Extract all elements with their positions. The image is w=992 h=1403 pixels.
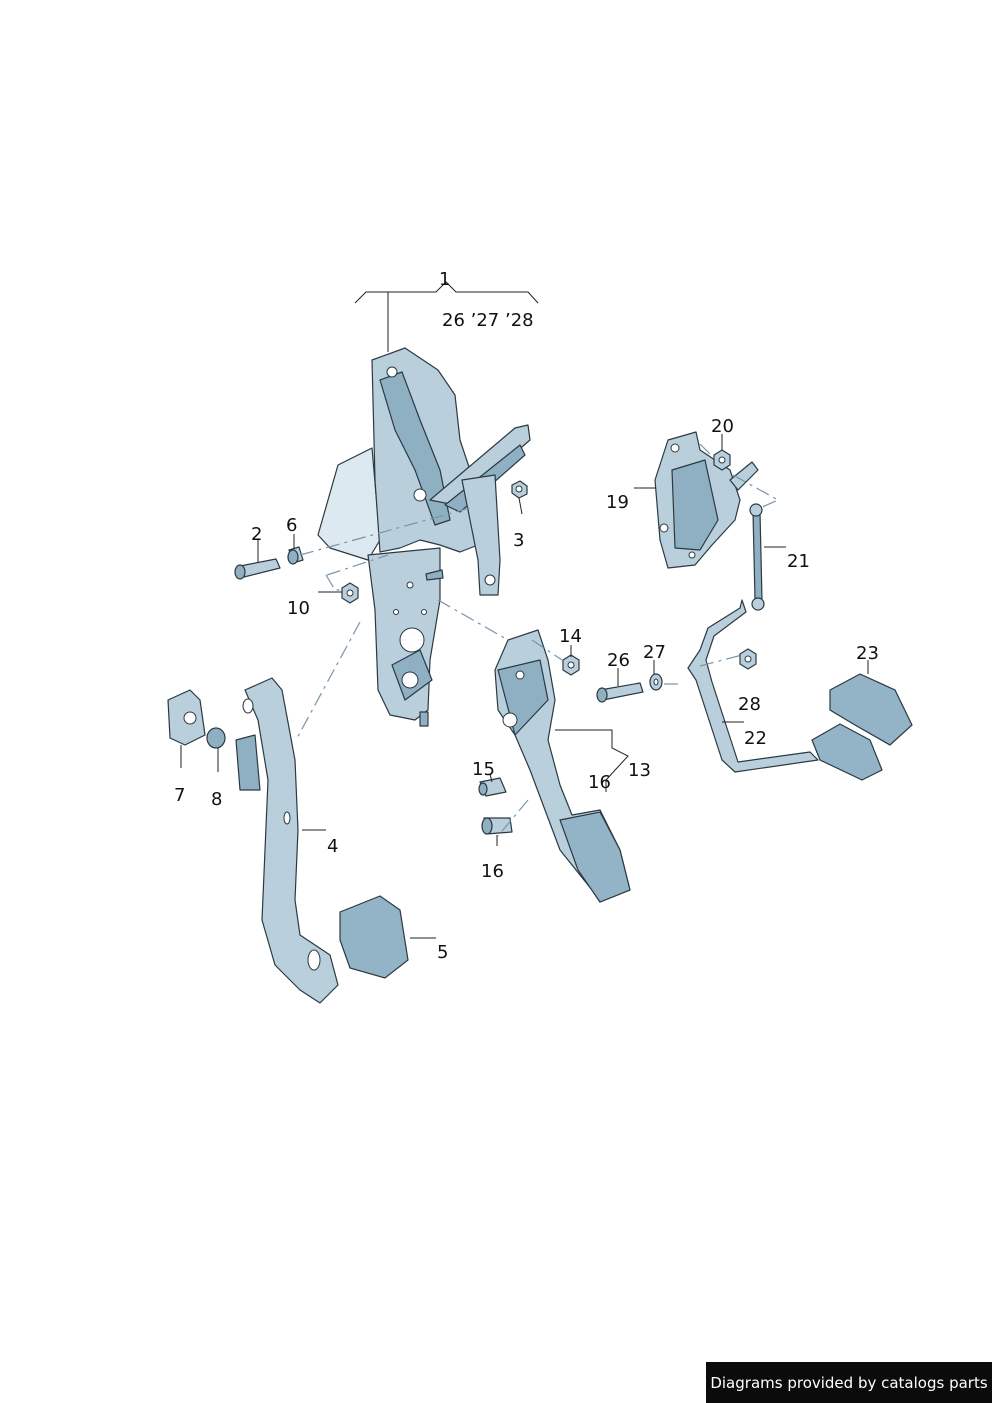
nut-part-3 — [511, 480, 528, 515]
label-part-21: 21 — [787, 551, 810, 572]
accelerator-pad-part-23 — [829, 660, 913, 746]
group-bracket-1 — [354, 281, 539, 352]
link-rod-part-21 — [749, 503, 786, 611]
pedal-bracket-part — [317, 347, 531, 727]
label-part-8: 8 — [211, 789, 222, 810]
nut-part-14 — [562, 645, 580, 676]
stop-part-15 — [478, 773, 507, 797]
clutch-pedal-arm-part-4 — [235, 677, 339, 1004]
label-part-14: 14 — [559, 626, 582, 647]
part-number-labels: 1 26 ’27 ’28 2 3 4 5 6 7 8 10 13 16 14 1… — [174, 269, 879, 963]
label-part-1: 1 — [439, 269, 450, 290]
label-part-19: 19 — [606, 492, 629, 513]
diagram-credit-text: Diagrams provided by catalogs parts — [710, 1373, 988, 1392]
label-part-26: 26 — [607, 650, 630, 671]
label-part-1-note: 26 ’27 ’28 — [442, 310, 534, 331]
grommet-part-8 — [206, 727, 226, 772]
label-part-27: 27 — [643, 642, 666, 663]
holder-part-7 — [167, 689, 206, 768]
nut-part-28 — [739, 648, 757, 670]
label-part-20: 20 — [711, 416, 734, 437]
accelerator-lever-part-22 — [687, 599, 883, 781]
washer-part-27 — [649, 660, 663, 691]
alignment-lines — [295, 443, 780, 837]
bushing-part-6 — [287, 534, 304, 565]
bolt-part-2 — [234, 540, 281, 580]
label-part-16: 16 — [481, 861, 504, 882]
label-part-10: 10 — [287, 598, 310, 619]
brake-pedal-part-13 — [494, 629, 631, 903]
pin-part-26 — [596, 668, 644, 703]
label-part-3: 3 — [513, 530, 524, 551]
label-part-22: 22 — [744, 728, 767, 749]
label-part-2: 2 — [251, 524, 262, 545]
label-part-13-note: 16 — [588, 772, 611, 793]
accelerator-module-part-19 — [634, 431, 759, 569]
label-part-4: 4 — [327, 836, 338, 857]
label-part-5: 5 — [437, 942, 448, 963]
label-part-23: 23 — [856, 643, 879, 664]
label-part-15: 15 — [472, 759, 495, 780]
buffer-part-16 — [481, 817, 513, 846]
diagram-credit-banner: Diagrams provided by catalogs parts — [706, 1362, 992, 1403]
label-part-7: 7 — [174, 785, 185, 806]
label-part-13: 13 — [628, 760, 651, 781]
nut-part-10 — [318, 582, 359, 604]
label-part-6: 6 — [286, 515, 297, 536]
label-part-28: 28 — [738, 694, 761, 715]
nut-part-20 — [713, 434, 731, 471]
clutch-pedal-pad-part-5 — [339, 895, 436, 979]
